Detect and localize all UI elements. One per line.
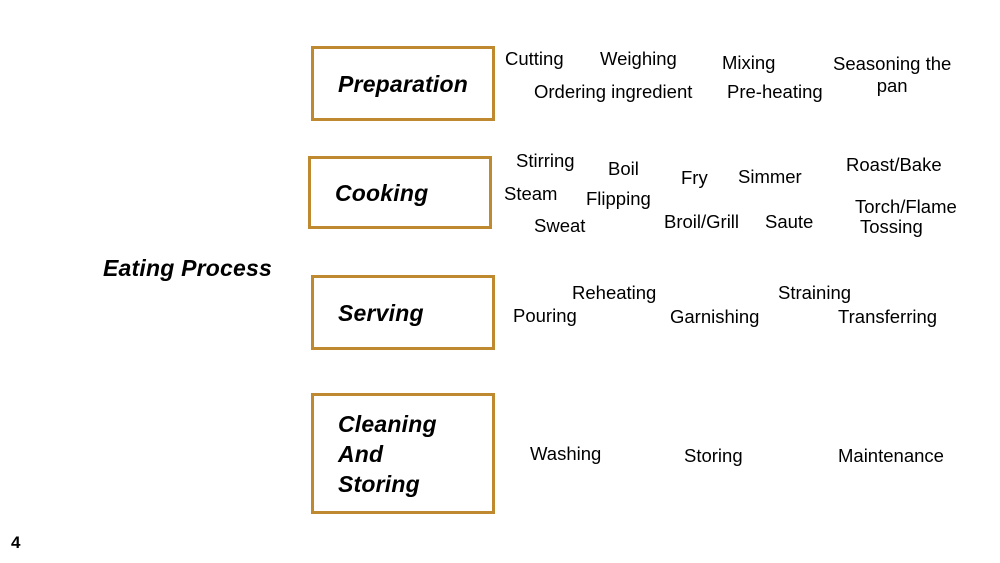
activity-word: Garnishing (670, 306, 760, 327)
activity-word: Broil/Grill (664, 211, 740, 232)
activity-word: Reheating (572, 282, 657, 303)
activity-word: Seasoning the pan (833, 53, 952, 96)
activity-word: Storing (684, 445, 743, 466)
stage-box-cleaning-and-storing[interactable]: Cleaning And Storing (311, 393, 495, 514)
stage-title-serving: Serving (338, 299, 424, 326)
activity-word: Transferring (838, 306, 938, 327)
activity-word: Boil (608, 158, 639, 179)
stage-box-preparation[interactable]: Preparation (311, 46, 495, 121)
activity-word: Pouring (513, 305, 577, 326)
activity-word: Fry (681, 167, 708, 188)
activity-word: Ordering ingredient (534, 81, 693, 102)
activity-word: Flipping (586, 188, 651, 209)
stage-title-cleaning-and-storing: Cleaning And Storing (338, 410, 437, 497)
activity-word: Sweat (534, 215, 586, 236)
activity-word: Tossing (860, 216, 923, 237)
activity-word: Stirring (516, 150, 575, 171)
activity-word: Mixing (722, 52, 776, 73)
activity-word: Pre-heating (727, 81, 823, 102)
activity-word: Roast/Bake (846, 154, 942, 175)
stage-title-preparation: Preparation (338, 70, 469, 97)
stage-box-cooking[interactable]: Cooking (308, 156, 492, 229)
activity-word: Torch/Flame (855, 196, 957, 217)
activity-word: Straining (778, 282, 852, 303)
activity-word: Maintenance (838, 445, 944, 466)
activity-word: Cutting (505, 48, 564, 69)
stage-title-cooking: Cooking (335, 179, 429, 206)
activity-word: Saute (765, 211, 814, 232)
activity-word: Weighing (600, 48, 677, 69)
activity-word: Steam (504, 183, 558, 204)
activity-word: Washing (530, 443, 602, 464)
eating-process-label: Eating Process (103, 255, 272, 281)
stage-box-serving[interactable]: Serving (311, 275, 495, 350)
activity-word: Simmer (738, 166, 802, 187)
page-number: 4 (11, 533, 21, 552)
